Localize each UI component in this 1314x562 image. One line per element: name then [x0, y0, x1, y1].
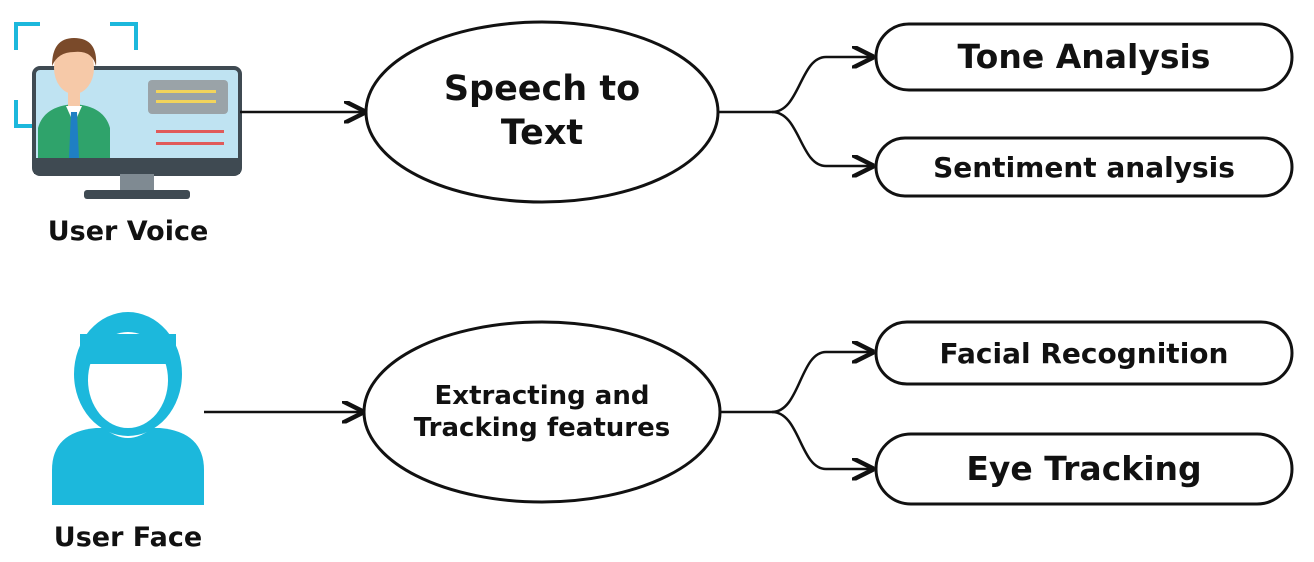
speech-to-text-line2: Text	[500, 113, 584, 153]
sentiment-analysis-label: Sentiment analysis	[933, 150, 1235, 184]
branch-to-tone-analysis	[718, 57, 872, 114]
branch-to-eye-tracking	[771, 410, 872, 469]
speech-to-text-label: Speech to Text	[382, 52, 702, 172]
tone-analysis-label: Tone Analysis	[957, 37, 1211, 77]
extracting-features-line2: Tracking features	[413, 413, 671, 443]
extracting-features-label: Extracting and Tracking features	[372, 362, 712, 462]
speech-to-text-line1: Speech to	[443, 69, 641, 110]
facial-recognition-label: Facial Recognition	[939, 336, 1229, 370]
user-face-caption: User Face	[53, 522, 203, 553]
branch-to-facial-recognition	[720, 352, 872, 414]
user-monitor-icon	[14, 22, 242, 199]
facial-recognition-node	[874, 320, 1294, 386]
user-voice-caption: User Voice	[47, 216, 209, 247]
tone-analysis-node	[874, 22, 1294, 92]
user-profile-icon	[52, 312, 204, 505]
eye-tracking-node	[874, 432, 1294, 506]
extracting-features-line1: Extracting and	[434, 380, 650, 411]
branch-to-sentiment-analysis	[771, 110, 872, 166]
eye-tracking-label: Eye Tracking	[966, 449, 1202, 489]
sentiment-analysis-node	[874, 136, 1294, 198]
